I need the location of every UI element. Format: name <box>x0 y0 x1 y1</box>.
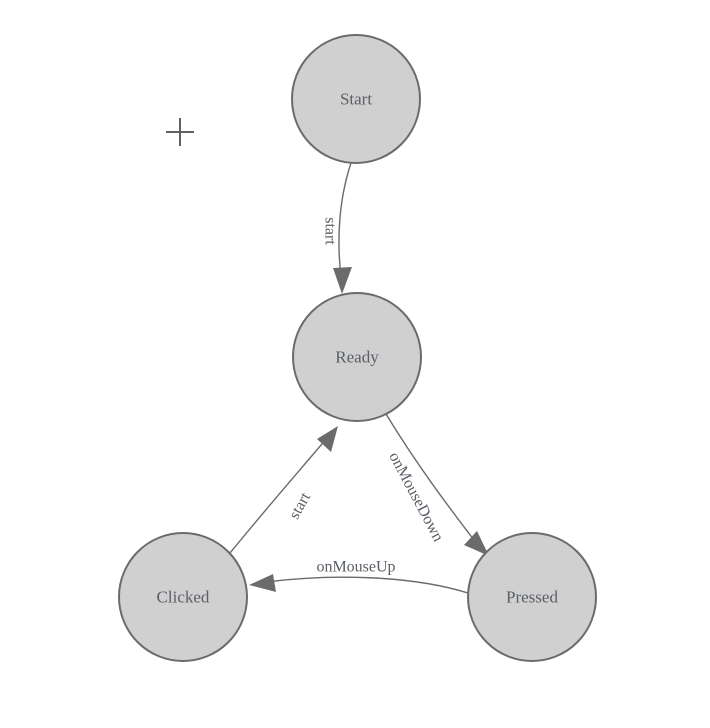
edge-start-to-ready[interactable]: start <box>322 162 353 294</box>
edge-start-to-ready-path <box>338 162 352 286</box>
node-start[interactable]: Start <box>291 34 421 164</box>
edge-pressed-to-clicked-arrowhead <box>249 574 276 592</box>
edge-pressed-to-clicked-path <box>265 576 469 594</box>
edge-label-start-to-ready: start <box>322 217 339 245</box>
edge-ready-to-pressed-arrowhead <box>464 531 489 556</box>
node-start-circle[interactable] <box>291 34 421 164</box>
node-pressed-label: Pressed <box>506 588 558 607</box>
edge-label-clicked-to-ready: start <box>286 489 314 522</box>
edge-label-ready-to-pressed: onMouseDown <box>385 449 446 544</box>
node-pressed-circle[interactable] <box>467 532 597 662</box>
node-ready-circle[interactable] <box>292 292 422 422</box>
edge-ready-to-pressed[interactable]: onMouseDown <box>385 413 489 556</box>
node-ready[interactable]: Ready <box>292 292 422 422</box>
node-ready-label: Ready <box>335 348 379 367</box>
edge-clicked-to-ready-path <box>229 437 328 554</box>
edge-label-pressed-to-clicked: onMouseUp <box>316 559 395 576</box>
node-clicked[interactable]: Clicked <box>118 532 248 662</box>
crosshair-marker <box>166 118 194 146</box>
node-start-label: Start <box>340 90 372 109</box>
node-clicked-circle[interactable] <box>118 532 248 662</box>
edge-clicked-to-ready[interactable]: start <box>229 426 338 554</box>
edge-clicked-to-ready-arrowhead <box>317 426 338 452</box>
node-clicked-label: Clicked <box>157 588 210 607</box>
edge-start-to-ready-arrowhead <box>333 267 352 294</box>
edge-pressed-to-clicked[interactable]: onMouseUp <box>249 559 469 594</box>
edge-ready-to-pressed-path <box>385 413 481 549</box>
node-pressed[interactable]: Pressed <box>467 532 597 662</box>
